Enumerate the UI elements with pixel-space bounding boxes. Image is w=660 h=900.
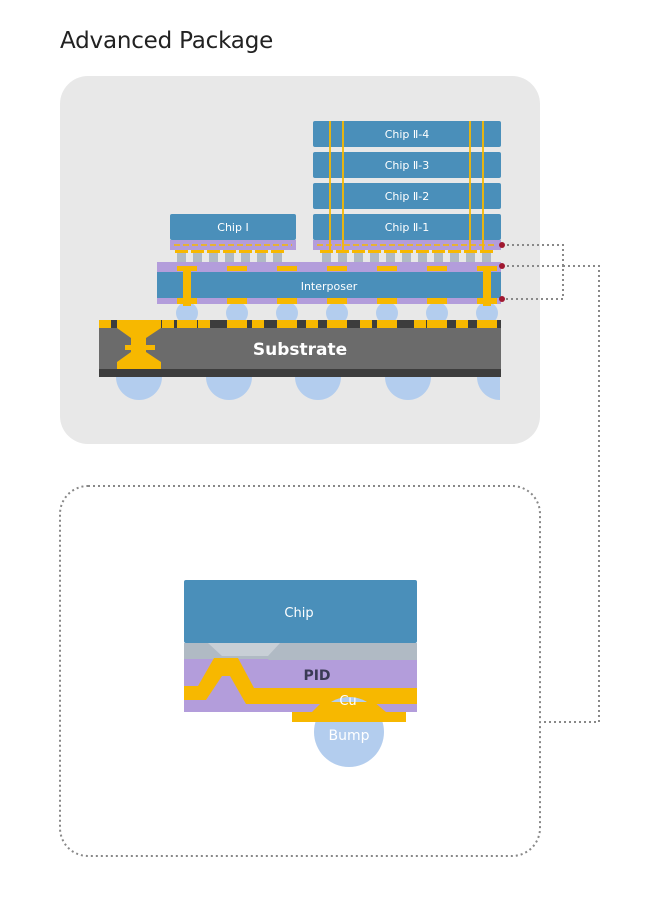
detail-cross-section: PID Chip Cu Bump [184, 580, 417, 767]
chip-2-2 [313, 183, 501, 209]
chip-2-2-label: Chip Ⅱ-2 [385, 190, 430, 203]
chip-1: Chip Ⅰ [170, 214, 296, 250]
detail-chip [184, 580, 417, 643]
chip-2-1-label: Chip Ⅱ-1 [385, 221, 430, 234]
interposer: Interposer [157, 262, 501, 306]
substrate: Substrate [99, 320, 501, 377]
substrate-label: Substrate [253, 340, 347, 360]
chip-2-stack: Chip Ⅱ-4 Chip Ⅱ-3 Chip Ⅱ-2 Chip Ⅱ-1 [313, 121, 501, 250]
chip-2-4-label: Chip Ⅱ-4 [385, 128, 430, 141]
interposer-bumps [176, 302, 498, 328]
chip-1-label: Chip Ⅰ [217, 221, 248, 234]
interposer-label: Interposer [301, 280, 358, 293]
detail-chip-label: Chip [284, 606, 313, 621]
callout-connectors [502, 244, 600, 723]
detail-cu-label: Cu [339, 694, 356, 709]
callout-markers [499, 242, 505, 302]
detail-bump-label: Bump [328, 728, 369, 744]
substrate-via [117, 320, 161, 369]
page-title: Advanced Package [60, 28, 274, 54]
chip-2-micro-bumps [320, 250, 493, 262]
chip-2-3-label: Chip Ⅱ-3 [385, 159, 430, 172]
chip-2-3 [313, 152, 501, 178]
detail-pid-label: PID [303, 668, 330, 684]
chip-2-1 [313, 214, 501, 240]
detail-cu-trace [184, 658, 417, 704]
detail-panel [59, 485, 541, 857]
chip-1-micro-bumps [175, 250, 284, 262]
chip-2-4 [313, 121, 501, 147]
